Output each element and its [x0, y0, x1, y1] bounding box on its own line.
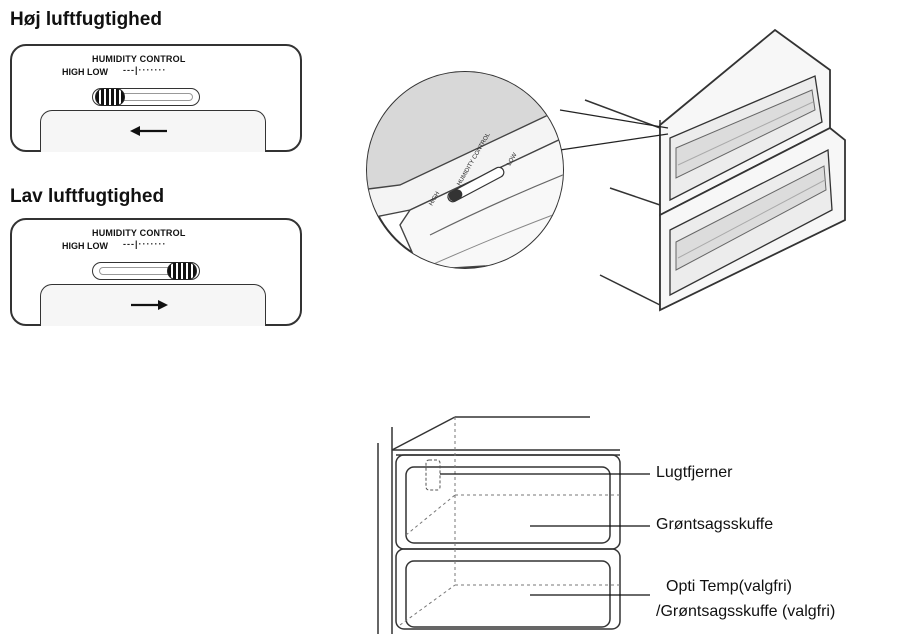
crisper-drawer-front [40, 110, 266, 152]
arrow-right-icon [131, 300, 168, 310]
lower-crisper-drawer [659, 126, 846, 312]
humidity-slider-track[interactable] [92, 88, 200, 106]
crisper-drawer-label: Grøntsagsskuffe [656, 516, 774, 533]
hidden-lines [399, 417, 620, 626]
arrow-left-icon [130, 126, 167, 136]
humidity-control-title: HUMIDITY CONTROL [92, 228, 186, 238]
fridge-drawers-illustration: HIGH HUMIDITY CONTROL LOW [366, 28, 846, 312]
upper-crisper-drawer [659, 28, 831, 217]
humidity-scale-ticks: ---|······· [123, 239, 167, 249]
low-humidity-heading: Lav luftfugtighed [10, 186, 165, 207]
high-humidity-heading: Høj luftfugtighed [10, 9, 162, 30]
humidity-scale-ticks: ---|······· [123, 65, 167, 75]
callout-leaders [440, 473, 650, 596]
cabinet-outline [584, 99, 661, 310]
crisper-drawer-front [40, 284, 266, 326]
odor-filter [425, 459, 441, 491]
zoom-connector-lines [559, 109, 669, 151]
optional-crisper-label: /Grøntsagsskuffe (valgfri) [656, 603, 836, 620]
humidity-slider-knob[interactable] [95, 88, 125, 106]
high-humidity-control-panel: HUMIDITY CONTROL HIGH LOW ---|······· [10, 44, 302, 152]
drawer-front-view-illustration [377, 416, 650, 634]
humidity-scale-label: HIGH LOW [62, 67, 108, 77]
opti-temp-label: Opti Temp(valgfri) [666, 578, 792, 595]
humidity-scale-label: HIGH LOW [62, 241, 108, 251]
odor-remover-label: Lugtfjerner [656, 464, 733, 481]
humidity-slider-track[interactable] [92, 262, 200, 280]
low-humidity-control-panel: HUMIDITY CONTROL HIGH LOW ---|······· [10, 218, 302, 326]
humidity-slider-knob[interactable] [167, 262, 197, 280]
humidity-control-zoom-lens: HIGH HUMIDITY CONTROL LOW [366, 71, 564, 269]
humidity-control-title: HUMIDITY CONTROL [92, 54, 186, 64]
